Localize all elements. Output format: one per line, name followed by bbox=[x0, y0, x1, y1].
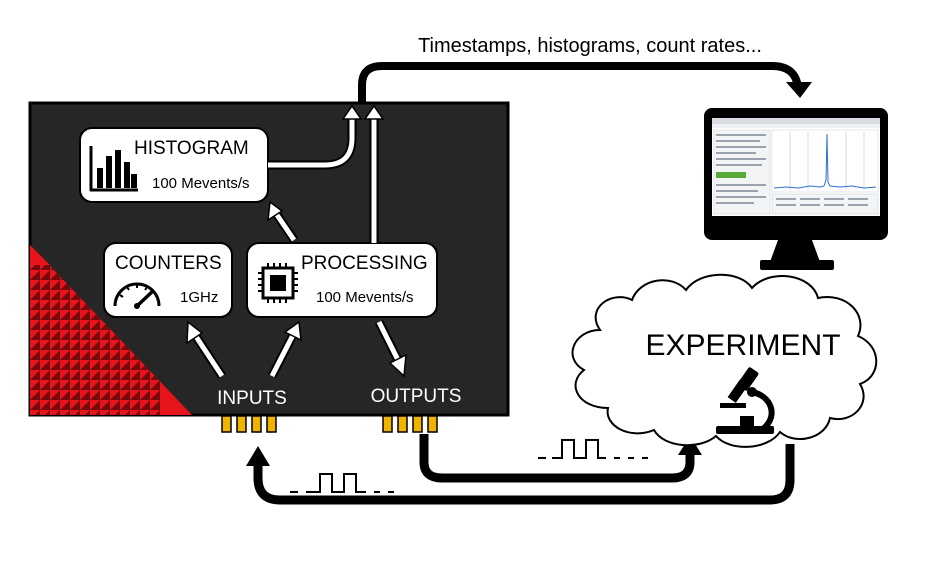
experiment-title: EXPERIMENT bbox=[645, 329, 840, 362]
outputs-label: OUTPUTS bbox=[371, 386, 462, 407]
histogram-block: HISTOGRAM 100 Mevents/s bbox=[79, 127, 269, 203]
histogram-title: HISTOGRAM bbox=[134, 138, 249, 159]
experiment-to-input-arrowhead bbox=[246, 446, 270, 466]
processing-title: PROCESSING bbox=[301, 253, 428, 274]
counters-title: COUNTERS bbox=[115, 253, 222, 274]
input-connectors[interactable] bbox=[221, 415, 277, 433]
bar-chart-icon bbox=[89, 146, 138, 192]
top-label: Timestamps, histograms, count rates... bbox=[418, 35, 762, 57]
pulse-waveform-lower bbox=[290, 473, 394, 493]
pulse-waveform-upper bbox=[538, 439, 648, 459]
internal-arrows bbox=[186, 104, 407, 379]
experiment-to-input-arrow bbox=[253, 444, 795, 505]
monitor-screen-content bbox=[712, 118, 880, 215]
histogram-rate: 100 Mevents/s bbox=[152, 175, 250, 192]
chip-icon bbox=[258, 263, 298, 303]
counters-rate: 1GHz bbox=[180, 289, 218, 306]
inputs-label: INPUTS bbox=[217, 388, 287, 409]
output-connectors[interactable] bbox=[382, 415, 438, 433]
counters-block: COUNTERS 1GHz bbox=[103, 242, 233, 318]
data-out-arrowhead bbox=[786, 82, 812, 98]
processing-rate: 100 Mevents/s bbox=[316, 289, 414, 306]
processing-block: PROCESSING 100 Mevents/s bbox=[246, 242, 438, 318]
data-out-arrow bbox=[358, 62, 802, 103]
output-to-experiment-arrow bbox=[419, 434, 695, 483]
microscope-icon bbox=[716, 367, 775, 434]
experiment-cloud: EXPERIMENT bbox=[571, 273, 878, 448]
speedometer-icon bbox=[113, 282, 161, 309]
